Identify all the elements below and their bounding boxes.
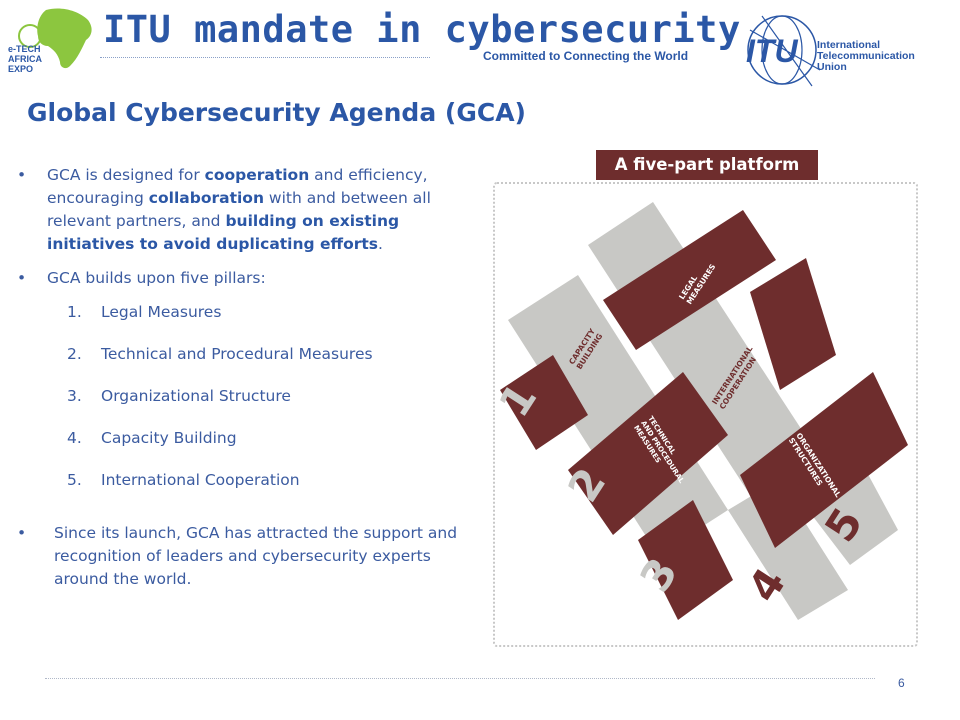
bullet-bold: cooperation: [204, 166, 310, 184]
platform-banner: A five-part platform: [596, 150, 818, 180]
strip-intl-5: [808, 465, 898, 565]
bullet-bold: building on existing initiatives to avoi…: [47, 212, 400, 253]
page-title: ITU mandate in cybersecurity: [103, 8, 741, 51]
etech-africa-logo: [18, 8, 92, 69]
pillar-item: 2. Technical and Procedural Measures: [67, 343, 477, 385]
bullet-text: .: [378, 235, 383, 253]
platform-illustration: CAPACITY BUILDING LEGAL MEASURES INTERNA…: [489, 202, 908, 620]
itu-globe-logo: ITU: [746, 15, 821, 87]
itu-name: International Telecommunication Union: [817, 40, 915, 73]
itu-logo-text: ITU: [746, 33, 798, 69]
itu-name-line: International: [817, 39, 881, 51]
pillar-number: 1.: [67, 303, 82, 321]
strip-legal-measures: [603, 210, 776, 350]
strip-organizational-structures: [740, 372, 908, 548]
bullet-bold: collaboration: [148, 189, 264, 207]
pillar-label: International Cooperation: [101, 471, 300, 489]
pillar-number: 4.: [67, 429, 82, 447]
itu-tagline: Committed to Connecting the World: [483, 49, 689, 63]
page-number: 6: [898, 676, 905, 690]
strip-legal-1: [500, 355, 588, 450]
bullet-pillars: GCA builds upon five pillars:: [17, 267, 477, 290]
bullet-cooperation: GCA is designed for cooperation and effi…: [17, 164, 477, 256]
five-part-platform-diagram: CAPACITY BUILDING LEGAL MEASURES INTERNA…: [478, 150, 928, 650]
pillar-item: 5. International Cooperation: [67, 469, 477, 511]
pillar-label: Technical and Procedural Measures: [101, 345, 373, 363]
diagram-frame: [493, 182, 918, 647]
pillar-item: 3. Organizational Structure: [67, 385, 477, 427]
strip-capacity-building: [508, 275, 728, 555]
pillar-number: 2.: [67, 345, 82, 363]
title-divider: [100, 57, 430, 58]
pillar-list: 1. Legal Measures 2. Technical and Procedu…: [17, 301, 477, 511]
pillar-item: 1. Legal Measures: [67, 301, 477, 343]
pillar-item: 4. Capacity Building: [67, 427, 477, 469]
logo-text: e-TECH AFRICA EXPO: [8, 44, 42, 74]
itu-name-line: Telecommunication: [817, 50, 915, 62]
section-subtitle: Global Cybersecurity Agenda (GCA): [27, 98, 526, 127]
bullet-text: GCA is designed for: [47, 166, 205, 184]
footer-divider: [45, 678, 875, 679]
strip-technical-3: [638, 500, 733, 620]
pillar-label: Legal Measures: [101, 303, 222, 321]
bullet-recognition: Since its launch, GCA has attracted the …: [17, 522, 477, 591]
strip-technical-procedural: [568, 372, 728, 535]
itu-name-line: Union: [817, 61, 847, 73]
bullet-text: with and between all relevant partners, …: [47, 189, 431, 230]
bullet-text: and efficiency, encouraging: [47, 166, 428, 207]
pillar-label: Organizational Structure: [101, 387, 291, 405]
content-body: GCA is designed for cooperation and effi…: [17, 164, 477, 602]
strip-technical-upper: [750, 258, 836, 390]
pillar-number: 3.: [67, 387, 82, 405]
pillar-number: 5.: [67, 471, 82, 489]
pillar-label: Capacity Building: [101, 429, 237, 447]
strip-capacity-4: [728, 480, 848, 620]
